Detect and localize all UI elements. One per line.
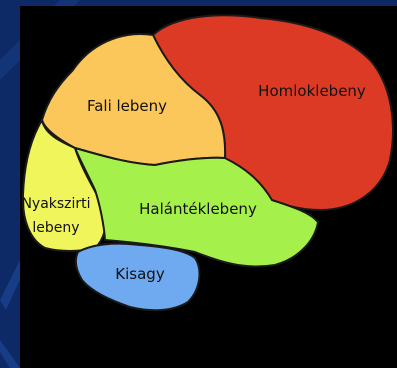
occipital-lobe-label-line2: lebeny <box>32 220 79 236</box>
cerebellum-label: Kisagy <box>115 265 165 283</box>
temporal-lobe <box>73 146 320 268</box>
occipital-lobe-label-line1: Nyakszirti <box>21 196 90 212</box>
temporal-lobe-label: Halántéklebeny <box>139 200 257 218</box>
frontal-lobe-label: Homloklebeny <box>258 82 366 100</box>
background-streak <box>0 340 20 368</box>
parietal-lobe-label: Fali lebeny <box>87 97 167 115</box>
cerebellum <box>74 242 201 312</box>
